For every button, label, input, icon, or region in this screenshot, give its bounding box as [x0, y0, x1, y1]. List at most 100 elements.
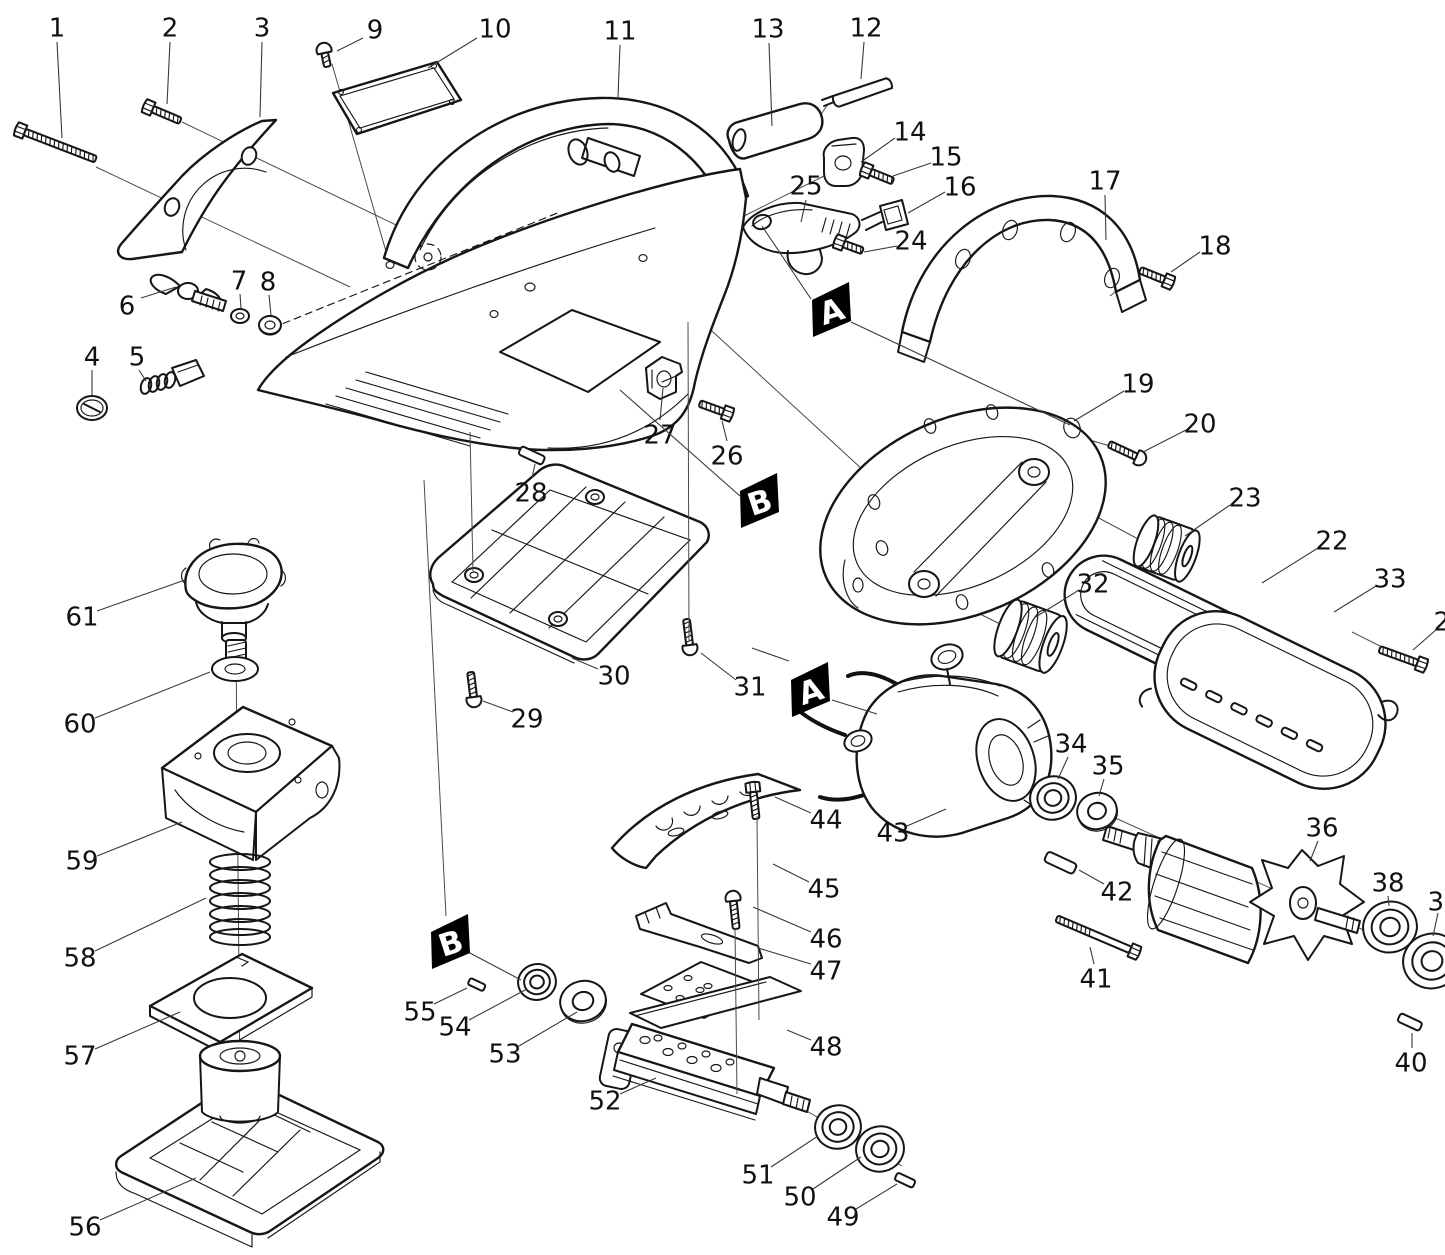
part-45-blade-cover — [610, 772, 802, 870]
part-39-bearing — [1402, 932, 1445, 990]
leader-line-57 — [94, 1011, 181, 1050]
part-5-carbon-brush — [139, 359, 205, 395]
part-61-knob — [180, 537, 287, 663]
leader-line-44 — [774, 796, 812, 814]
part-number-56: 56 — [68, 1212, 101, 1242]
part-40-pin — [1396, 1012, 1423, 1032]
leader-line-35 — [1098, 778, 1105, 797]
part-27-clamp — [645, 356, 683, 400]
part-11-top-handle — [382, 96, 750, 270]
leader-line-30 — [571, 657, 599, 670]
part-8-washer — [258, 315, 282, 336]
part-number-10: 10 — [478, 14, 511, 44]
part-number-1: 1 — [49, 13, 66, 43]
leader-line-54 — [468, 988, 528, 1021]
part-57-slide-plate — [148, 952, 314, 1053]
part-number-19: 19 — [1121, 369, 1154, 399]
leader-line-23 — [1184, 504, 1231, 537]
part-number-30: 30 — [597, 661, 630, 691]
part-number-21: 21 — [1433, 607, 1445, 637]
leader-line-12 — [860, 41, 865, 80]
part-number-42: 42 — [1100, 877, 1133, 907]
part-38-bearing — [1362, 900, 1418, 954]
part-number-59: 59 — [65, 846, 98, 876]
part-7-washer — [230, 308, 250, 324]
part-34-bearing — [1029, 775, 1077, 821]
part-29-screw — [465, 671, 483, 709]
leader-line-20 — [1142, 429, 1187, 453]
part-number-45: 45 — [807, 874, 840, 904]
part-32-pulley — [993, 598, 1068, 674]
leader-line-11 — [617, 44, 621, 98]
part-28-pin — [517, 445, 546, 466]
part-10-name-plate — [331, 60, 463, 136]
part-3-chip-guard — [117, 118, 278, 261]
leader-line-7 — [239, 293, 242, 309]
leader-line-41 — [1089, 946, 1095, 965]
leader-line-50 — [812, 1156, 862, 1190]
leader-line-49 — [855, 1183, 898, 1210]
marker-line-A — [751, 647, 790, 662]
leader-line-61 — [96, 579, 186, 612]
glyphs-layer — [12, 41, 1445, 1189]
part-50-bearing — [855, 1125, 905, 1173]
marker-line-A — [850, 321, 1071, 426]
marker-line-A — [761, 225, 812, 300]
part-number-33: 33 — [1373, 564, 1406, 594]
part-number-58: 58 — [63, 943, 96, 973]
part-9-screw — [315, 41, 333, 68]
part-55-pin — [467, 977, 487, 992]
leader-line-31 — [700, 652, 737, 681]
part-main-housing — [256, 167, 748, 452]
leader-line-24 — [863, 245, 898, 253]
part-6-wing-bolt — [149, 273, 227, 312]
leader-line-21 — [1412, 628, 1438, 651]
part-number-2: 2 — [162, 13, 179, 43]
part-number-15: 15 — [929, 142, 962, 172]
leader-line-58 — [94, 897, 207, 952]
part-number-54: 54 — [438, 1012, 471, 1042]
part-number-53: 53 — [488, 1039, 521, 1069]
leader-line-45 — [772, 863, 810, 883]
part-19-bearing-plate — [819, 404, 1107, 626]
leader-line-51 — [770, 1135, 819, 1168]
part-59-front-bracket — [160, 705, 341, 861]
part-33-belt-cover — [1138, 610, 1399, 790]
part-15-screw — [858, 161, 895, 185]
part-58-spring — [209, 853, 271, 946]
part-13-grip-roller — [726, 102, 824, 160]
leader-line-33 — [1333, 585, 1377, 613]
leader-line-18 — [1170, 251, 1201, 273]
part-17-rear-handle — [897, 194, 1147, 363]
part-2-screw — [140, 98, 183, 125]
leader-line-29 — [482, 700, 514, 713]
marker-line-B — [619, 389, 741, 497]
leader-line-56 — [99, 1177, 197, 1221]
leader-line-15 — [892, 162, 932, 177]
part-24-screw — [831, 233, 865, 255]
leader-line-55 — [433, 987, 468, 1005]
part-number-17: 17 — [1088, 166, 1121, 196]
leader-line-43 — [906, 808, 947, 827]
part-31-screw — [681, 618, 699, 657]
part-front-roller — [198, 1039, 282, 1124]
part-18-screw — [1138, 266, 1177, 291]
marker-line-B — [467, 951, 522, 981]
part-number-5: 5 — [129, 342, 146, 372]
part-number-11: 11 — [603, 16, 636, 46]
part-47-adjust-plate — [635, 902, 763, 964]
leader-line-8 — [268, 294, 272, 316]
part-number-61: 61 — [65, 602, 98, 632]
part-54-bearing — [517, 963, 557, 1001]
part-23-pulley — [1132, 514, 1201, 583]
leader-line-22 — [1261, 547, 1319, 584]
part-number-55: 55 — [403, 997, 436, 1027]
part-number-4: 4 — [84, 342, 101, 372]
part-number-25: 25 — [789, 171, 822, 201]
part-4-brush-cap — [76, 395, 108, 421]
leader-line-46 — [752, 906, 812, 933]
part-number-49: 49 — [826, 1202, 859, 1232]
part-30-rear-base — [429, 463, 710, 664]
leader-line-17 — [1104, 194, 1107, 241]
